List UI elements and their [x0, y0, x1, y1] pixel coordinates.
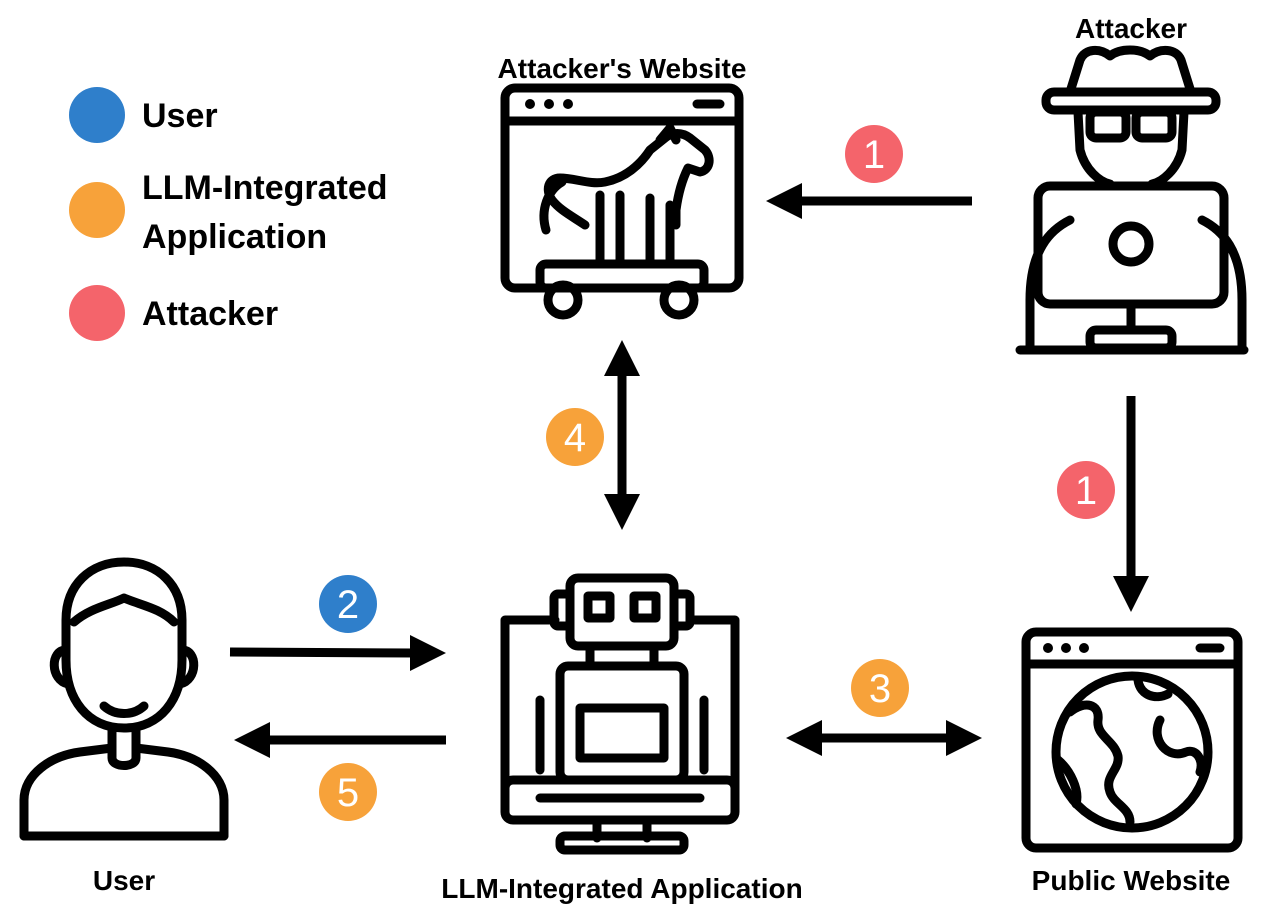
- hacker-laptop-icon: [1015, 45, 1249, 355]
- user-person-icon: [19, 557, 229, 841]
- svg-text:1: 1: [863, 133, 885, 177]
- arrow-app-to-user: [234, 722, 446, 758]
- step-badge-1-website: 1: [845, 125, 903, 183]
- attacker-label: Attacker: [1075, 13, 1187, 44]
- attackers-website-node: Attacker's Website: [498, 53, 747, 320]
- step-badge-1-public: 1: [1057, 461, 1115, 519]
- legend-dot-attacker: [69, 285, 125, 341]
- step-badges: 1 1 2 3 4 5: [319, 125, 1115, 821]
- user-label: User: [93, 865, 155, 896]
- robot-monitor-icon: [500, 573, 740, 855]
- svg-text:3: 3: [869, 667, 891, 711]
- llm-app-label: LLM-Integrated Application: [441, 873, 802, 904]
- legend-dot-user: [69, 87, 125, 143]
- flow-arrows: [229, 183, 1149, 758]
- llm-app-node: LLM-Integrated Application: [441, 573, 803, 904]
- public-website-label: Public Website: [1032, 865, 1231, 896]
- step-badge-3: 3: [851, 659, 909, 717]
- public-website-node: Public Website: [1021, 627, 1243, 896]
- arrow-attacker-to-public-website: [1113, 396, 1149, 612]
- svg-text:5: 5: [337, 771, 359, 815]
- legend-label-user: User: [142, 97, 218, 135]
- arrow-user-to-app: [229, 635, 446, 671]
- legend-label-llm-app-line1: LLM-Integrated: [142, 169, 388, 207]
- globe-website-icon: [1021, 627, 1243, 853]
- legend-label-attacker: Attacker: [142, 295, 278, 333]
- legend-dot-llm-app: [69, 182, 125, 238]
- legend: User LLM-Integrated Application Attacker: [69, 87, 388, 341]
- step-badge-5: 5: [319, 763, 377, 821]
- step-badge-4: 4: [546, 408, 604, 466]
- attacker-node: Attacker: [1015, 13, 1249, 355]
- attackers-website-label: Attacker's Website: [498, 53, 747, 84]
- trojan-horse-website-icon: [500, 83, 744, 320]
- arrow-app-public-website: [786, 720, 982, 756]
- arrow-app-attackers-website: [604, 340, 640, 530]
- svg-text:2: 2: [337, 583, 359, 627]
- arrow-attacker-to-attackers-website: [766, 183, 972, 219]
- svg-text:1: 1: [1075, 469, 1097, 513]
- user-node: User: [19, 557, 229, 896]
- step-badge-2: 2: [319, 575, 377, 633]
- svg-text:4: 4: [564, 416, 586, 460]
- legend-label-llm-app-line2: Application: [142, 218, 327, 256]
